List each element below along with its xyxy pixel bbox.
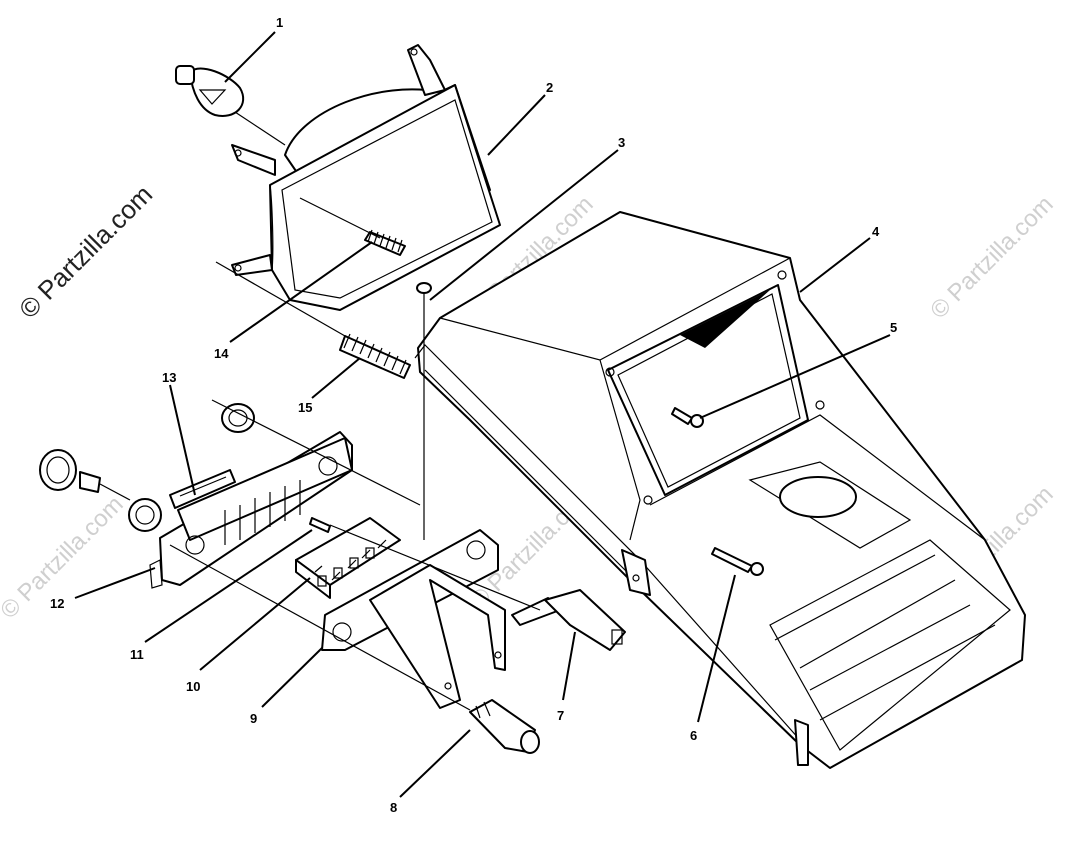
watermark-main: © Partzilla.com [13, 179, 158, 324]
callout-6: 6 [690, 728, 697, 743]
callout-14: 14 [214, 346, 229, 361]
spring-15 [339, 333, 411, 379]
screw-3 [416, 282, 432, 540]
bulb [175, 65, 286, 146]
callout-numbers: 1 2 3 4 5 6 7 8 9 10 11 12 13 14 15 [50, 15, 897, 815]
switch-panel [149, 431, 353, 589]
connector-block-10 [295, 517, 401, 599]
leader-lines [74, 31, 891, 798]
callout-12: 12 [50, 596, 64, 611]
callout-15: 15 [298, 400, 312, 415]
key-switch-12 [39, 449, 162, 532]
callout-2: 2 [546, 80, 553, 95]
callout-5: 5 [890, 320, 897, 335]
callout-9: 9 [250, 711, 257, 726]
callout-10: 10 [186, 679, 200, 694]
callout-11: 11 [130, 647, 144, 662]
callout-4: 4 [872, 224, 880, 239]
guide-lines [169, 197, 541, 711]
grommet-8 [469, 699, 540, 754]
callout-8: 8 [390, 800, 397, 815]
plate-13 [169, 469, 236, 509]
screw-6 [711, 547, 764, 576]
callout-13: 13 [162, 370, 176, 385]
callout-7: 7 [557, 708, 564, 723]
watermark-faint-2: © Partzilla.com [925, 191, 1058, 324]
callout-3: 3 [618, 135, 625, 150]
knob-ring-13 [221, 403, 255, 433]
console-housing [414, 211, 1026, 769]
headlight-housing [231, 44, 501, 311]
callout-1: 1 [276, 15, 283, 30]
bracket-9 [321, 529, 506, 709]
switch-7 [511, 589, 626, 651]
pin-11 [309, 517, 331, 533]
spring-14 [364, 229, 406, 256]
